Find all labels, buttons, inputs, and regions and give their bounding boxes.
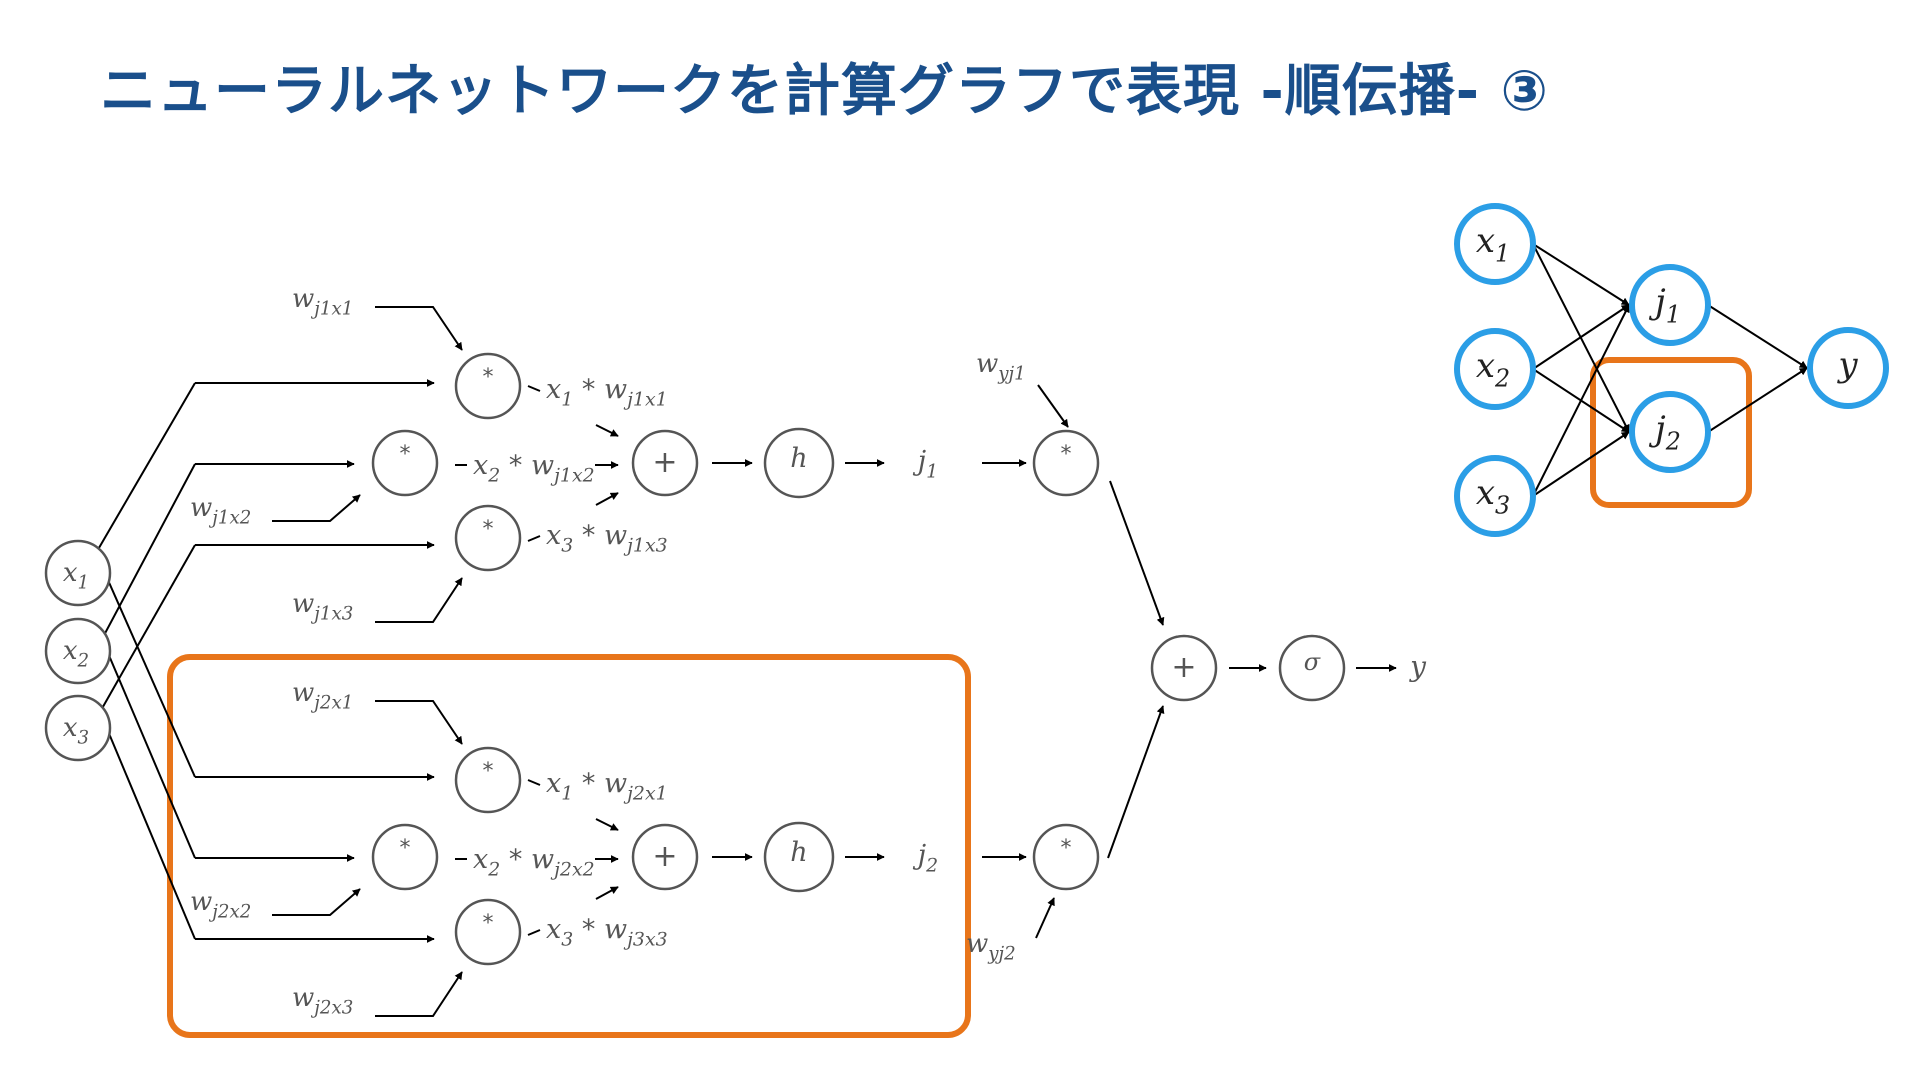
j2-weight-label-1: wj2x1 (292, 678, 353, 713)
j1-product-2: x2 * wj1x2 (473, 450, 595, 487)
j1-prod3-to-add (595, 492, 619, 506)
small-hidden-node-j2 (1629, 391, 1711, 473)
j1-product-1: x1 * wj1x1 (546, 374, 668, 411)
j2-mult-symbol-1: * (483, 759, 494, 784)
small-input-node-x2 (1454, 328, 1536, 410)
j1-product-3: x3 * wj1x3 (546, 520, 668, 557)
slide-title: ニューラルネットワークを計算グラフで表現 -順伝播- ③ (100, 59, 1549, 124)
small-input-label-x2: x2 (1476, 346, 1510, 393)
j2-w3-to-mult (375, 971, 463, 1017)
j1-add-node (631, 429, 699, 497)
j1-mult-symbol-3: * (483, 517, 494, 542)
j1-mult-symbol-2: * (400, 442, 411, 467)
j2-mult-node-1 (454, 746, 522, 814)
j1-add-symbol: + (652, 445, 677, 480)
outmult2-to-sum (1107, 705, 1165, 859)
j2-prod3-to-add (595, 886, 619, 900)
small-edge-hidden-to-out (1707, 304, 1808, 369)
j2-x1-route-a (95, 552, 196, 778)
j1-prod1-tick (527, 385, 541, 392)
j1-h-label: h (790, 443, 807, 474)
j2-mult-node-2 (371, 823, 439, 891)
j1-hidden-label: j1 (913, 446, 938, 483)
j1-mult-node-2 (371, 429, 439, 497)
small-input-node-x3 (1454, 455, 1536, 537)
j1-h-node (763, 427, 835, 499)
input-label-x2: x2 (63, 636, 89, 671)
j2-weight-label-3: wj2x3 (292, 983, 353, 1018)
j2-x3-route-a (99, 711, 196, 940)
j2-hidden-label: j2 (913, 840, 938, 877)
small-input-label-x3: x3 (1476, 473, 1510, 520)
j2-add-symbol: + (652, 839, 677, 874)
j1-weight-label-1: wj1x1 (292, 284, 353, 319)
j2-prod3-tick (527, 929, 541, 936)
j1-x1-route-a (95, 382, 196, 554)
j1-weight-label-3: wj1x3 (292, 589, 353, 624)
output-y-label: y (1408, 650, 1427, 683)
j2-weight-label-2: wj2x2 (190, 887, 251, 922)
j2-h-label: h (790, 837, 807, 868)
j2-w1-to-mult (375, 700, 463, 745)
j2-out-mult-symbol: * (1061, 836, 1072, 861)
small-hidden-node-j1 (1629, 264, 1711, 346)
small-edge-hidden-to-out (1707, 367, 1808, 433)
j1-x2-route-a (101, 463, 196, 640)
j1-out-mult-symbol: * (1061, 442, 1072, 467)
j1-w1-to-mult (375, 306, 463, 351)
j1-weight-label-2: wj1x2 (190, 493, 251, 528)
wyj1-label: wyj1 (976, 349, 1026, 384)
small-edge-in-to-hidden (1532, 304, 1630, 370)
j1-mult-node-3 (454, 504, 522, 572)
outmult1-to-sum (1109, 480, 1165, 626)
final-add-node (1150, 634, 1218, 702)
small-output-node-y (1807, 327, 1889, 409)
j1-prod1-to-add (595, 424, 619, 437)
j1-w2-to-mult (272, 494, 361, 522)
final-add-symbol: + (1171, 650, 1196, 685)
wyj2-to-outmult (1035, 897, 1055, 939)
j2-x2-route-a (101, 638, 196, 859)
j2-prod1-to-add (595, 818, 619, 831)
small-input-label-x1: x1 (1476, 221, 1510, 268)
input-node-x3 (44, 694, 112, 762)
input-label-x3: x3 (63, 713, 89, 748)
j2-product-2: x2 * wj2x2 (473, 844, 595, 881)
j1-x3-route-a (99, 544, 196, 713)
small-input-node-x1 (1454, 203, 1536, 285)
j1-mult-symbol-1: * (483, 365, 494, 390)
j1-prod3-tick (527, 535, 541, 542)
small-edge-in-to-hidden (1532, 243, 1630, 306)
j2-prod1-tick (527, 779, 541, 786)
j2-product-1: x1 * wj2x1 (546, 768, 668, 805)
j2-mult-symbol-2: * (400, 836, 411, 861)
highlight-box-j2-block (167, 654, 971, 1038)
input-node-x1 (44, 539, 112, 607)
sigma-node (1278, 634, 1346, 702)
input-node-x2 (44, 617, 112, 685)
small-edge-in-to-hidden (1532, 431, 1630, 497)
j2-product-3: x3 * wj3x3 (546, 914, 668, 951)
highlight-box-small-j2 (1590, 357, 1752, 508)
wyj1-to-outmult (1037, 384, 1069, 428)
wyj2-label: wyj2 (966, 929, 1016, 964)
sigma-label: σ (1304, 648, 1321, 676)
small-edge-in-to-hidden (1532, 304, 1630, 497)
j1-out-mult-node (1032, 429, 1100, 497)
j1-mult-node-1 (454, 352, 522, 420)
j1-w3-to-mult (375, 577, 463, 623)
small-output-label-y: y (1836, 345, 1858, 385)
j2-add-node (631, 823, 699, 891)
j2-out-mult-node (1032, 823, 1100, 891)
j2-mult-symbol-3: * (483, 911, 494, 936)
j2-w2-to-mult (272, 888, 361, 916)
input-label-x1: x1 (63, 558, 89, 593)
j2-mult-node-3 (454, 898, 522, 966)
j2-h-node (763, 821, 835, 893)
